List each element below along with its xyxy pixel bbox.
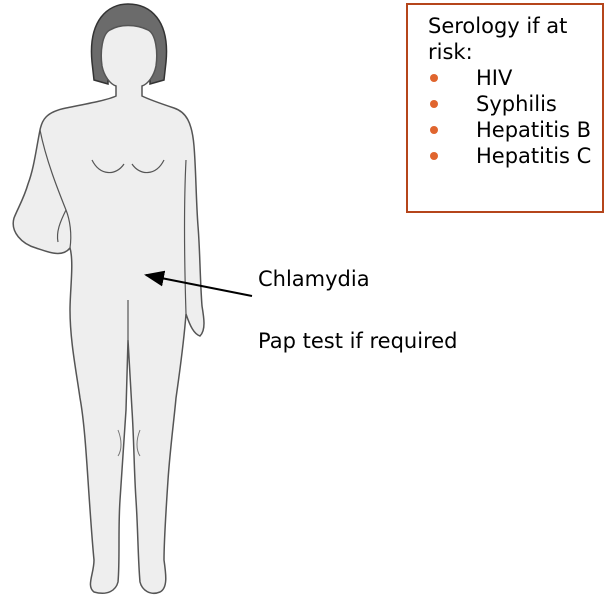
bullet-icon: [430, 74, 438, 82]
body-outline: [13, 26, 204, 594]
serology-item-hepatitis-c: Hepatitis C: [476, 144, 591, 168]
serology-item-hiv: HIV: [476, 66, 512, 90]
list-item: Hepatitis B: [428, 117, 594, 143]
bullet-icon: [430, 100, 438, 108]
bullet-icon: [430, 152, 438, 160]
chlamydia-label: Chlamydia: [258, 266, 370, 292]
female-figure-icon: [0, 0, 240, 600]
serology-title: Serology if at risk:: [428, 13, 594, 65]
list-item: Syphilis: [428, 91, 594, 117]
serology-item-syphilis: Syphilis: [476, 92, 557, 116]
pap-test-label: Pap test if required: [258, 328, 458, 354]
list-item: Hepatitis C: [428, 143, 594, 169]
serology-item-hepatitis-b: Hepatitis B: [476, 118, 591, 142]
serology-box: Serology if at risk: HIV Syphilis Hepati…: [406, 3, 604, 213]
bullet-icon: [430, 126, 438, 134]
list-item: HIV: [428, 65, 594, 91]
serology-list: HIV Syphilis Hepatitis B Hepatitis C: [428, 65, 594, 169]
